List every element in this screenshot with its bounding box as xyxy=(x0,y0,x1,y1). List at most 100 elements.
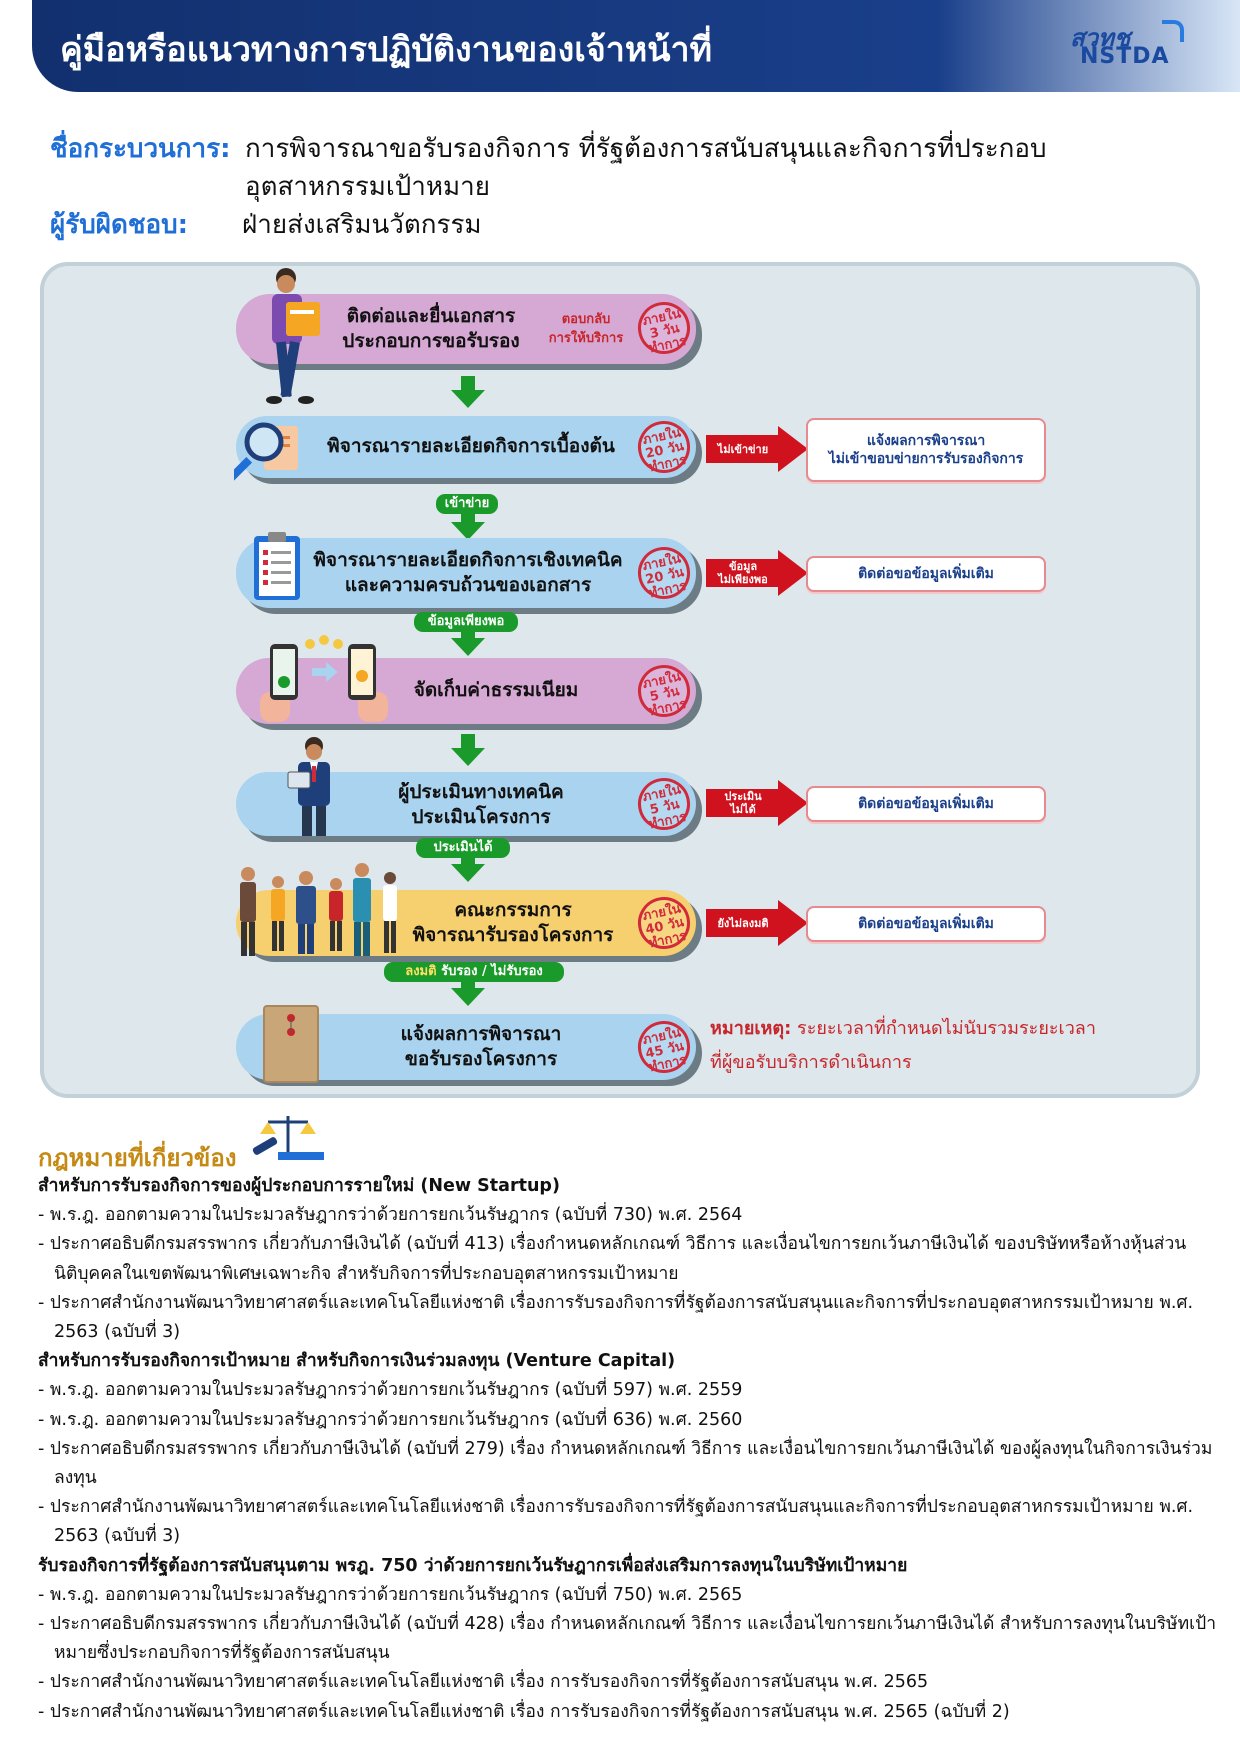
person-with-folder-illustration xyxy=(266,268,320,404)
page-title: คู่มือหรือแนวทางการปฏิบัติงานของเจ้าหน้า… xyxy=(60,30,713,70)
branch-arrow-not-eligible: ไม่เข้าข่าย xyxy=(706,426,808,472)
branch-1-result-line1: แจ้งผลการพิจารณา xyxy=(866,433,986,449)
label-eligible: เข้าข่าย xyxy=(436,494,498,514)
step-1-line1: ติดต่อและยื่นเอกสาร xyxy=(346,305,516,327)
step-6-line2: พิจารณารับรองโครงการ xyxy=(412,924,614,946)
note-text-1: ระยะเวลาที่กำหนดไม่นับรวมระยะเวลา xyxy=(797,1018,1096,1039)
law-item: - ประกาศสำนักงานพัฒนาวิทยาศาสตร์และเทคโน… xyxy=(38,1701,1010,1722)
law-item: - พ.ร.ฎ. ออกตามความในประมวลรัษฎากรว่าด้ว… xyxy=(38,1584,743,1605)
branch-arrow-cannot-evaluate: ประเมินไม่ได้ xyxy=(706,780,808,826)
law-item: - ประกาศอธิบดีกรมสรรพากร เกี่ยวกับภาษีเง… xyxy=(38,1234,1187,1284)
logo-mark-icon xyxy=(1162,20,1184,42)
note-label: หมายเหตุ: xyxy=(710,1018,792,1039)
branch-4-result: ติดต่อขอข้อมูลเพิ่มเติม xyxy=(858,916,994,932)
step-3-line1: พิจารณารายละเอียดกิจการเชิงเทคนิค xyxy=(313,549,623,571)
logo-thai-text: สวทช xyxy=(1070,24,1131,52)
step-4-line1: จัดเก็บค่าธรรมเนียม xyxy=(413,679,579,701)
process-name-line2: อุตสาหกรรมเป้าหมาย xyxy=(245,172,491,202)
step-2-deadline-stamp: ภายใน 20 วัน ทำการ xyxy=(633,416,695,478)
process-name-label: ชื่อกระบวนการ: xyxy=(50,134,231,164)
step-7-line1: แจ้งผลการพิจารณา xyxy=(400,1023,562,1045)
clipboard-checklist-illustration xyxy=(254,532,300,600)
down-arrow-icon xyxy=(451,376,485,410)
branch-arrow-insufficient-info: ข้อมูลไม่เพียงพอ xyxy=(706,550,808,596)
down-arrow-icon xyxy=(451,734,485,768)
law-section-heading: รับรองกิจการที่รัฐต้องการสนับสนุนตาม พรฎ… xyxy=(38,1555,908,1576)
owner-value: ฝ่ายส่งเสริมนวัตกรรม xyxy=(242,210,482,240)
law-item: - พ.ร.ฎ. ออกตามความในประมวลรัษฎากรว่าด้ว… xyxy=(38,1409,743,1430)
nstda-logo: สวทช NSTDA xyxy=(1070,18,1200,76)
law-item: - ประกาศอธิบดีกรมสรรพากร เกี่ยวกับภาษีเง… xyxy=(38,1614,1217,1664)
step-7-deadline-stamp: ภายใน 45 วัน ทำการ xyxy=(633,1016,695,1078)
step-3-line2: และความครบถ้วนของเอกสาร xyxy=(344,574,592,596)
step-5-deadline-stamp: ภายใน 5 วัน ทำการ xyxy=(633,773,695,835)
envelope-illustration xyxy=(263,1005,319,1083)
law-item: - พ.ร.ฎ. ออกตามความในประมวลรัษฎากรว่าด้ว… xyxy=(38,1205,743,1226)
label-evaluable: ประเมินได้ xyxy=(416,838,510,858)
law-item: - พ.ร.ฎ. ออกตามความในประมวลรัษฎากรว่าด้ว… xyxy=(38,1380,743,1401)
step-1-side-note-1: ตอบกลับ xyxy=(561,312,611,327)
down-arrow-icon xyxy=(451,980,485,1014)
step-6-line1: คณะกรรมการ xyxy=(454,899,572,921)
result-not-eligible: แจ้งผลการพิจารณา ไม่เข้าขอบข่ายการรับรอง… xyxy=(806,418,1046,482)
step-5-line2: ประเมินโครงการ xyxy=(411,806,551,828)
magnifier-document-illustration xyxy=(234,422,298,482)
process-flowchart: ติดต่อและยื่นเอกสาร ประกอบการขอรับรอง ตอ… xyxy=(40,262,1200,1098)
process-info: ชื่อกระบวนการ: การพิจารณาขอรับรองกิจการ … xyxy=(50,128,1210,242)
step-4-deadline-stamp: ภายใน 5 วัน ทำการ xyxy=(633,660,695,722)
step-5-line1: ผู้ประเมินทางเทคนิค xyxy=(398,781,564,803)
branch-1-result-line2: ไม่เข้าขอบข่ายการรับรองกิจการ xyxy=(828,451,1024,467)
branch-3-label-1: ประเมิน xyxy=(724,790,762,803)
laws-body: สำหรับการรับรองกิจการของผู้ประกอบการรายใ… xyxy=(38,1172,1223,1727)
mobile-payment-illustration xyxy=(260,635,388,722)
step-1-deadline-stamp: ภายใน 3 วัน ทำการ xyxy=(633,297,695,359)
down-arrow-icon xyxy=(451,856,485,890)
evaluator-person-illustration xyxy=(287,737,330,836)
branch-4-label: ยังไม่ลงมติ xyxy=(717,916,769,930)
step-7-line2: ขอรับรองโครงการ xyxy=(404,1048,558,1070)
down-arrow-icon xyxy=(451,630,485,664)
step-1-side-note-2: การให้บริการ xyxy=(548,331,624,346)
result-request-more-info-3: ติดต่อขอข้อมูลเพิ่มเติม xyxy=(806,906,1046,942)
step-3-deadline-stamp: ภายใน 20 วัน ทำการ xyxy=(633,542,695,604)
branch-2-result: ติดต่อขอข้อมูลเพิ่มเติม xyxy=(858,566,994,582)
process-name-row: ชื่อกระบวนการ: การพิจารณาขอรับรองกิจการ … xyxy=(50,128,1210,166)
logo-english-text: NSTDA xyxy=(1080,44,1170,69)
law-item: - ประกาศสำนักงานพัฒนาวิทยาศาสตร์และเทคโน… xyxy=(38,1672,929,1693)
label-info-sufficient: ข้อมูลเพียงพอ xyxy=(414,612,518,632)
law-scales-icon xyxy=(252,1116,324,1160)
down-arrow-icon xyxy=(451,514,485,548)
resolution-prefix: ลงมติ xyxy=(405,964,437,979)
committee-group-illustration xyxy=(240,863,397,956)
branch-2-label-1: ข้อมูล xyxy=(728,560,758,573)
process-name-line1: การพิจารณาขอรับรองกิจการ ที่รัฐต้องการสน… xyxy=(245,134,1047,164)
step-1-line2: ประกอบการขอรับรอง xyxy=(342,330,520,352)
branch-2-label-2: ไม่เพียงพอ xyxy=(718,573,768,586)
header-bar xyxy=(32,0,1240,92)
law-section-heading: สำหรับการรับรองกิจการของผู้ประกอบการรายใ… xyxy=(38,1176,560,1196)
step-technical-review: พิจารณารายละเอียดกิจการเชิงเทคนิค และควา… xyxy=(236,538,696,608)
result-request-more-info: ติดต่อขอข้อมูลเพิ่มเติม xyxy=(806,556,1046,592)
step-preliminary-review: พิจารณารายละเอียดกิจการเบื้องต้น ภายใน 2… xyxy=(236,416,696,478)
process-name-row-2: อุตสาหกรรมเป้าหมาย xyxy=(50,166,1210,204)
page-header: คู่มือหรือแนวทางการปฏิบัติงานของเจ้าหน้า… xyxy=(0,0,1240,92)
timing-note: หมายเหตุ: ระยะเวลาที่กำหนดไม่นับรวมระยะเ… xyxy=(710,1012,1190,1080)
owner-row: ผู้รับผิดชอบ: ฝ่ายส่งเสริมนวัตกรรม xyxy=(50,204,1210,242)
law-item: - ประกาศอธิบดีกรมสรรพากร เกี่ยวกับภาษีเง… xyxy=(38,1438,1213,1489)
owner-label: ผู้รับผิดชอบ: xyxy=(50,210,188,240)
step-technical-evaluation: ผู้ประเมินทางเทคนิค ประเมินโครงการ ภายใน… xyxy=(236,772,696,836)
branch-3-result: ติดต่อขอข้อมูลเพิ่มเติม xyxy=(858,796,994,812)
resolution-text: รับรอง / ไม่รับรอง xyxy=(441,964,543,979)
law-section-heading: สำหรับการรับรองกิจการเป้าหมาย สำหรับกิจก… xyxy=(38,1351,676,1372)
note-text-2: ที่ผู้ขอรับบริการดำเนินการ xyxy=(710,1052,912,1073)
law-item: - ประกาศสำนักงานพัฒนาวิทยาศาสตร์และเทคโน… xyxy=(38,1497,1194,1547)
branch-1-label: ไม่เข้าข่าย xyxy=(717,442,769,456)
branch-arrow-not-resolved: ยังไม่ลงมติ xyxy=(706,900,808,946)
law-item: - ประกาศสำนักงานพัฒนาวิทยาศาสตร์และเทคโน… xyxy=(38,1292,1194,1343)
branch-3-label-2: ไม่ได้ xyxy=(730,803,756,816)
step-6-deadline-stamp: ภายใน 40 วัน ทำการ xyxy=(633,892,695,954)
label-resolution: ลงมติ รับรอง / ไม่รับรอง xyxy=(384,962,564,982)
laws-title: กฎหมายที่เกี่ยวข้อง xyxy=(38,1144,237,1172)
result-request-more-info-2: ติดต่อขอข้อมูลเพิ่มเติม xyxy=(806,786,1046,822)
step-2-line1: พิจารณารายละเอียดกิจการเบื้องต้น xyxy=(327,435,615,457)
